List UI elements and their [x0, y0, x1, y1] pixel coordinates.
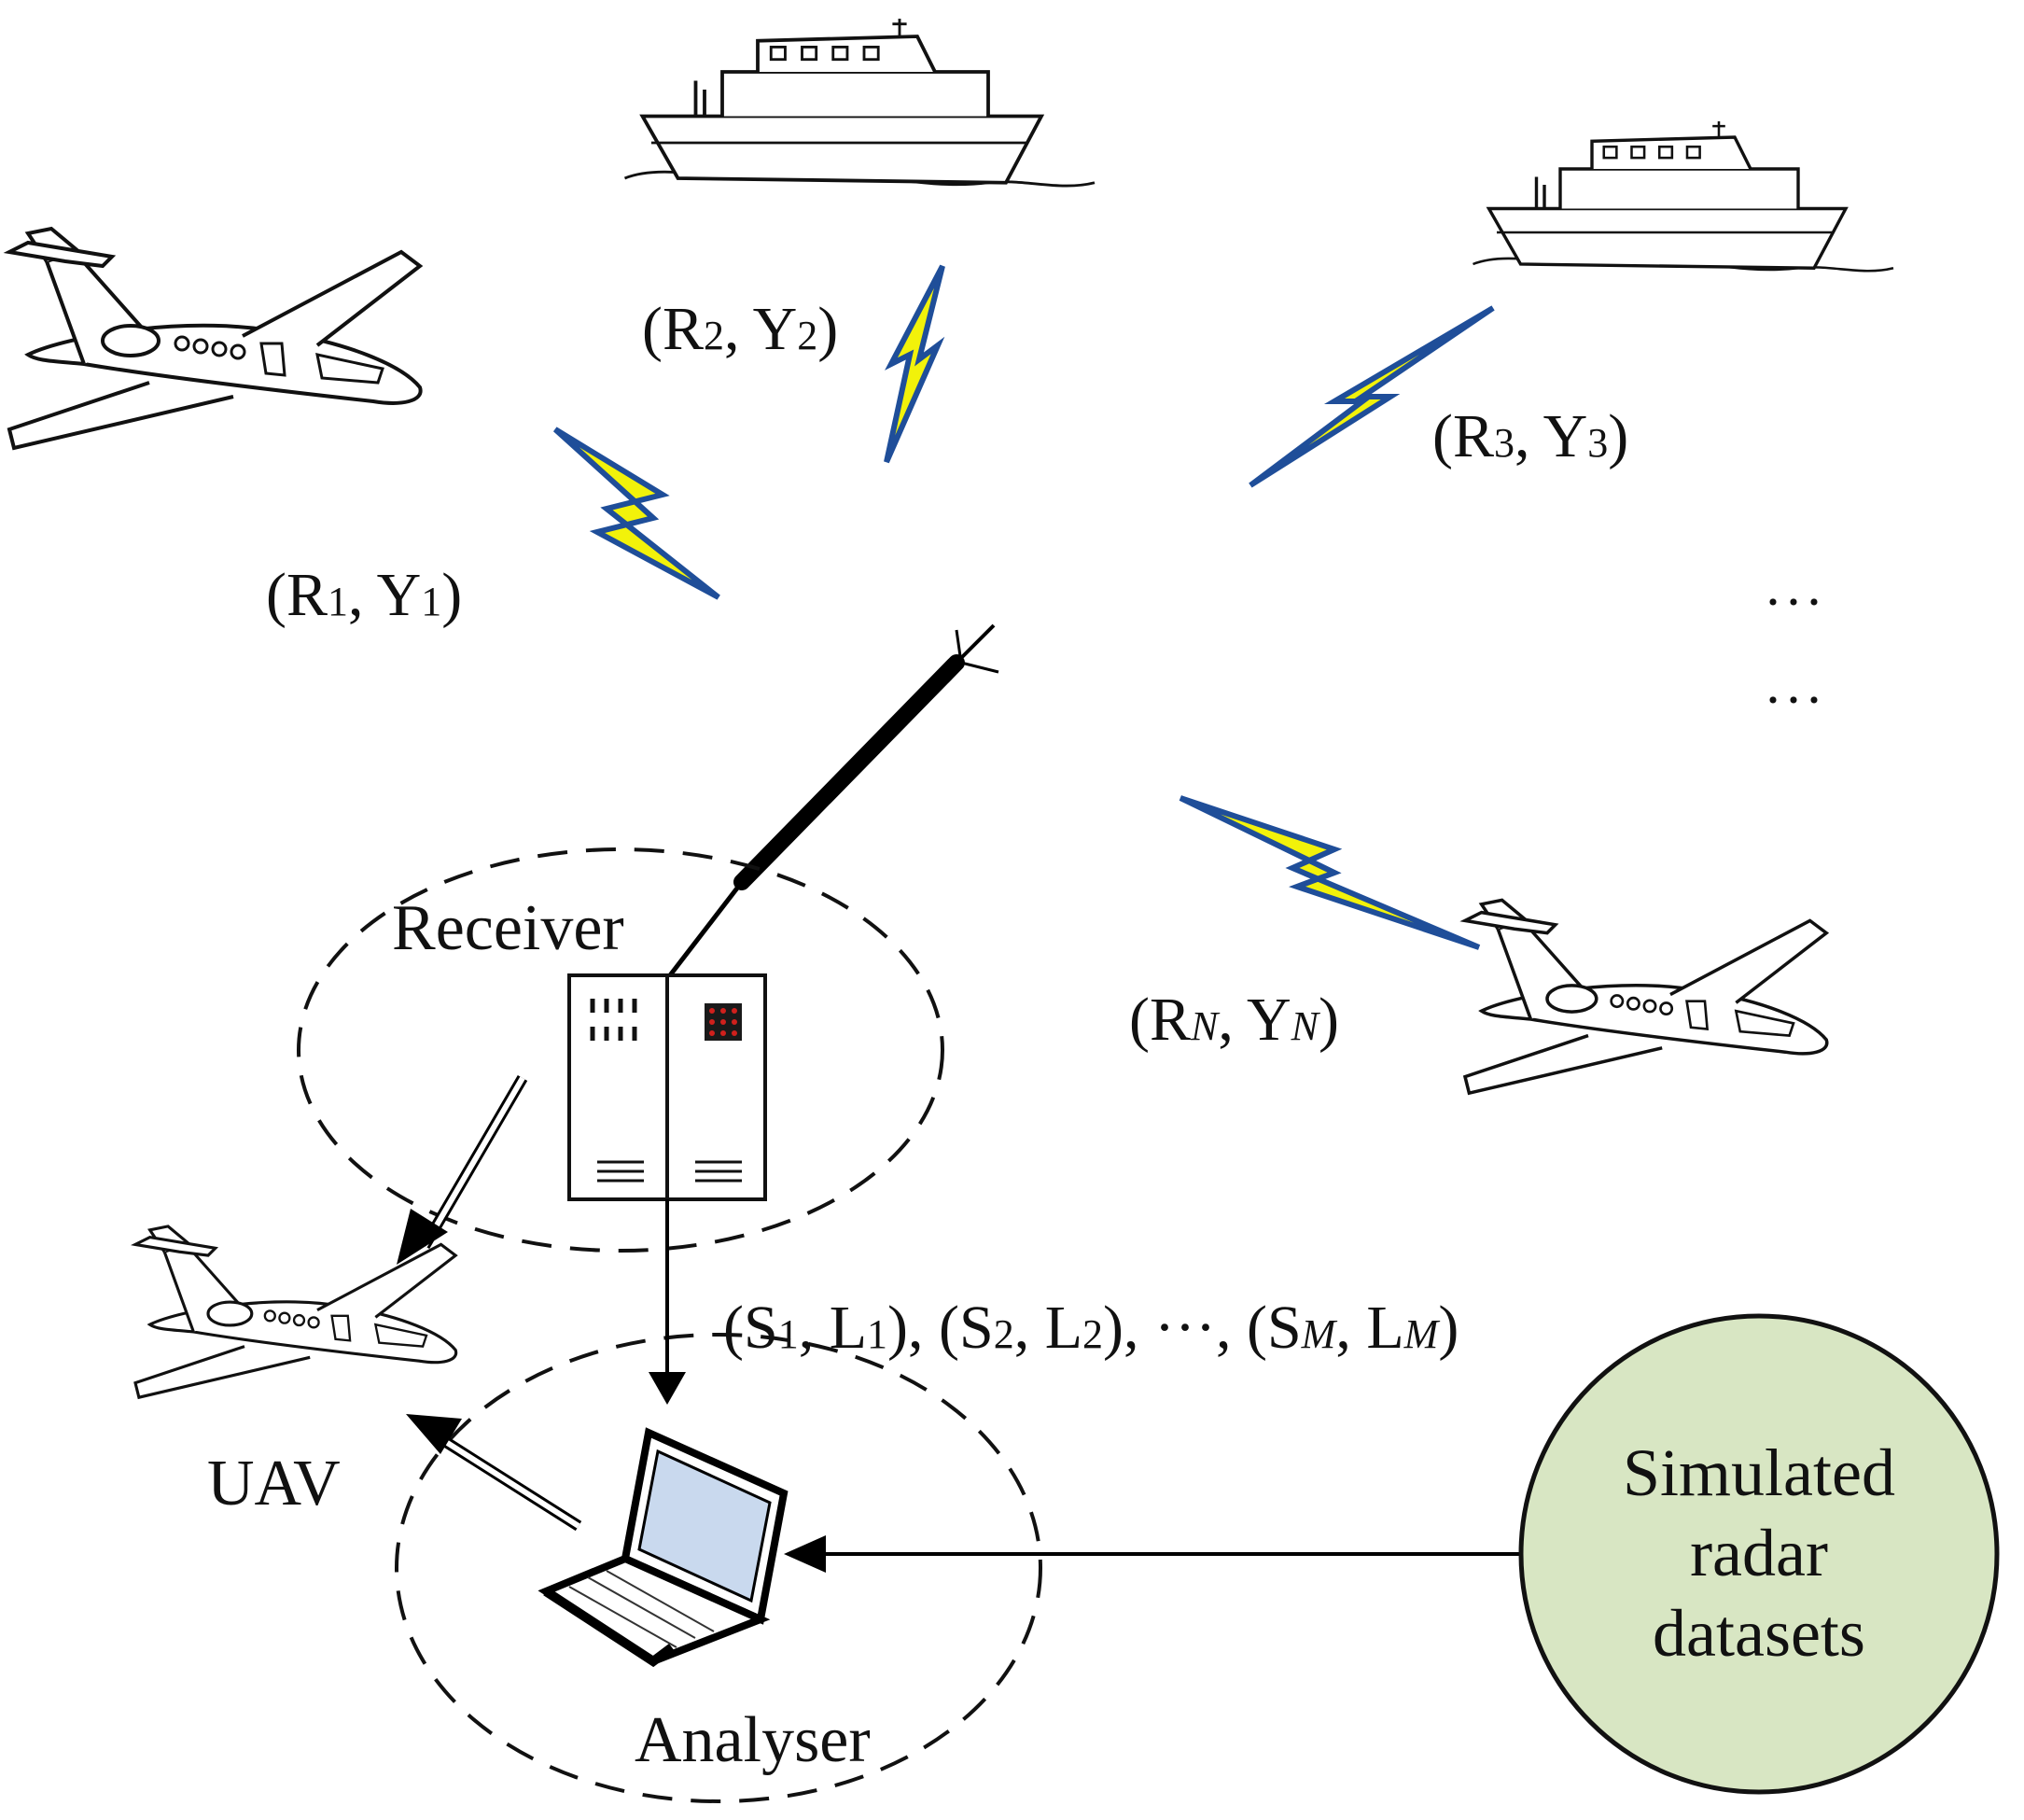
ship-icon	[1471, 119, 1895, 273]
dataset-line-2: radar	[1690, 1516, 1828, 1590]
ship-icon	[622, 17, 1096, 188]
receiver-label: Receiver	[392, 892, 624, 964]
link-label-2: (R2, Y2)	[642, 295, 839, 363]
aircraft-icon	[7, 227, 423, 450]
link-label-3: (R3, Y3)	[1432, 402, 1629, 470]
dataset-to-analyser-arrow	[784, 1535, 1521, 1573]
laptop-icon	[537, 1427, 789, 1668]
sample-pairs-label: (S1, L1), (S2, L2), ···, (SM, LM)	[723, 1294, 1459, 1362]
aircraft-icon	[1463, 898, 1829, 1095]
simulated-datasets-circle	[1518, 1313, 2000, 1795]
signal-bolt-1	[552, 427, 720, 600]
receiver-to-uav-arrow	[397, 1074, 528, 1265]
dataset-label: Simulated radar datasets	[1549, 1433, 1969, 1673]
analyser-boundary	[395, 1333, 1042, 1803]
antenna-icon	[668, 623, 999, 977]
signal-bolt-2	[884, 264, 945, 464]
ellipsis-1: ···	[1764, 571, 1825, 633]
dataset-line-3: datasets	[1653, 1596, 1865, 1671]
receiver-boundary	[297, 847, 944, 1253]
link-label-n: (RN, YN)	[1129, 986, 1339, 1054]
uav-label: UAV	[207, 1448, 341, 1519]
receiver-cabinet-icon	[567, 973, 767, 1201]
analyser-label: Analyser	[635, 1704, 871, 1776]
link-label-1: (R1, Y1)	[266, 561, 463, 629]
ellipsis-2: ···	[1764, 669, 1825, 731]
signal-bolt-n	[1179, 795, 1481, 950]
analyser-to-uav-arrow	[406, 1414, 582, 1532]
signal-bolt-3	[1249, 305, 1495, 488]
dataset-line-1: Simulated	[1623, 1435, 1895, 1510]
